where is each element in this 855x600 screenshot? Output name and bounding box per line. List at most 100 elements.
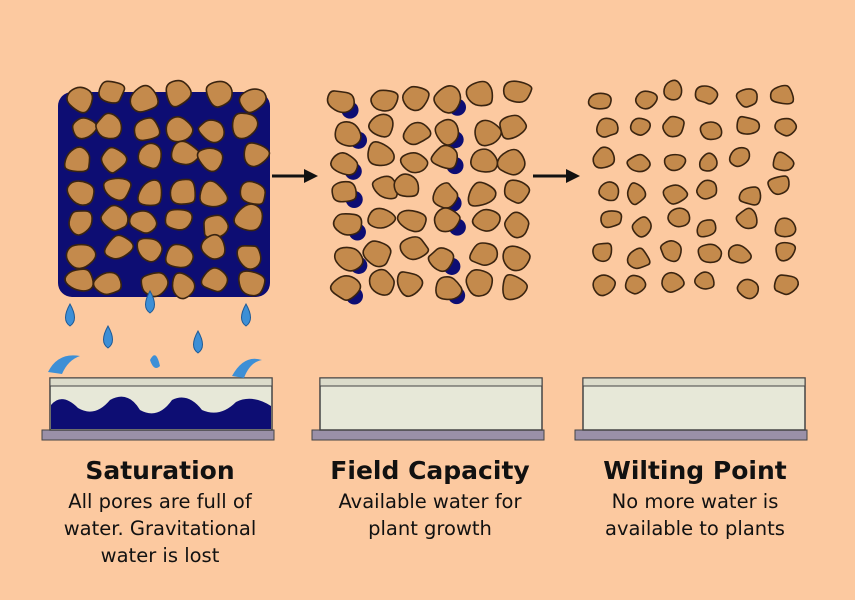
soil-particle	[629, 117, 652, 136]
soil-particle	[774, 117, 798, 137]
soil-particle	[735, 207, 758, 230]
soil-particle	[243, 142, 271, 168]
right-arrow-icon	[533, 169, 580, 183]
soil-particle	[596, 117, 619, 138]
stage-description-line: plant growth	[368, 517, 492, 540]
soil-particle	[502, 80, 533, 104]
soil-particle	[137, 142, 163, 170]
soil-particle	[399, 151, 429, 174]
soil-particle	[728, 146, 751, 168]
soil-particle	[774, 217, 797, 238]
soil-particle	[332, 213, 363, 236]
soil-particle	[200, 233, 226, 260]
soil-particle	[368, 113, 394, 138]
soil-particle	[200, 267, 229, 293]
soil-particle	[736, 115, 761, 135]
soil-particle	[496, 148, 526, 176]
soil-particle	[333, 246, 364, 272]
soil-particle	[600, 210, 623, 229]
caption-saturation: Saturation All pores are full of water. …	[30, 454, 290, 569]
soil-particle	[661, 271, 685, 293]
soil-particle	[767, 175, 790, 196]
soil-particle	[659, 240, 682, 263]
soil-particle	[634, 90, 658, 110]
soil-particle	[362, 240, 392, 268]
stage-description-line: water. Gravitational	[63, 517, 257, 540]
soil-particle	[331, 180, 358, 203]
soil-particle	[100, 146, 128, 174]
soil-particle	[199, 180, 229, 208]
container-wilting-point	[574, 377, 808, 441]
soil-particle	[598, 181, 620, 202]
soil-particle	[624, 274, 647, 295]
stage-title: Field Capacity	[330, 456, 530, 485]
soil-particle	[592, 274, 617, 297]
soil-particle	[236, 244, 262, 270]
soil-particle	[169, 178, 197, 205]
soil-particle	[402, 121, 432, 146]
soil-particle	[330, 152, 359, 176]
soil-particle	[334, 121, 362, 147]
soil-particle	[326, 90, 356, 114]
container-field-capacity	[311, 377, 545, 441]
soil-particle	[695, 179, 718, 200]
soil-particle	[662, 115, 685, 138]
soil-particle	[71, 117, 98, 140]
soil-particle	[239, 180, 267, 206]
soil-particle	[368, 268, 395, 296]
soil-particle	[587, 92, 612, 110]
soil-particle	[237, 270, 266, 297]
soil-particle	[329, 274, 362, 301]
soil-particle	[64, 268, 95, 292]
soil-particle	[503, 211, 530, 239]
soil-particle	[427, 247, 455, 273]
soil-particles-saturation	[63, 79, 271, 300]
soil-particle	[433, 207, 461, 233]
soil-particle	[432, 182, 459, 209]
soil-particle	[694, 85, 719, 105]
soil-particle	[775, 241, 797, 262]
soil-particle	[467, 181, 497, 207]
soil-particle	[631, 216, 652, 238]
soil-particle	[197, 119, 225, 144]
soil-particle	[430, 144, 459, 170]
soil-particle	[399, 236, 430, 261]
soil-particle	[370, 89, 399, 112]
soil-block-field-capacity	[326, 80, 533, 305]
soil-particle	[626, 247, 651, 270]
soil-particle	[68, 210, 93, 236]
soil-particle	[735, 88, 758, 108]
soil-particle	[102, 177, 132, 202]
soil-particle	[663, 79, 683, 101]
soil-particle	[738, 186, 762, 206]
soil-particle	[170, 140, 201, 166]
soil-particle	[66, 86, 94, 114]
soil-particle	[393, 173, 420, 198]
soil-particle	[772, 151, 795, 172]
soil-particle	[736, 278, 760, 300]
soil-particle	[367, 141, 395, 167]
soil-particle	[667, 207, 691, 228]
soil-particles-wilting-point	[587, 79, 800, 300]
soil-particle	[238, 88, 267, 114]
soil-particle	[626, 182, 647, 206]
soil-particle	[367, 207, 397, 229]
soil-particle	[499, 114, 528, 140]
stage-description-line: All pores are full of	[68, 490, 252, 513]
soil-particle	[95, 112, 123, 140]
soil-particle	[434, 118, 460, 146]
soil-particle	[502, 273, 528, 301]
soil-particle	[465, 269, 494, 297]
right-arrow-icon	[272, 169, 318, 183]
soil-particle	[66, 180, 95, 206]
soil-particle	[133, 117, 161, 142]
soil-particle	[698, 152, 718, 172]
stage-title: Saturation	[85, 456, 235, 485]
soil-block-saturation	[58, 79, 271, 300]
soil-particle	[697, 243, 723, 264]
soil-particle	[140, 271, 169, 298]
caption-wilting-point: Wilting Point No more water is available…	[565, 454, 825, 542]
soil-particle	[165, 79, 192, 108]
